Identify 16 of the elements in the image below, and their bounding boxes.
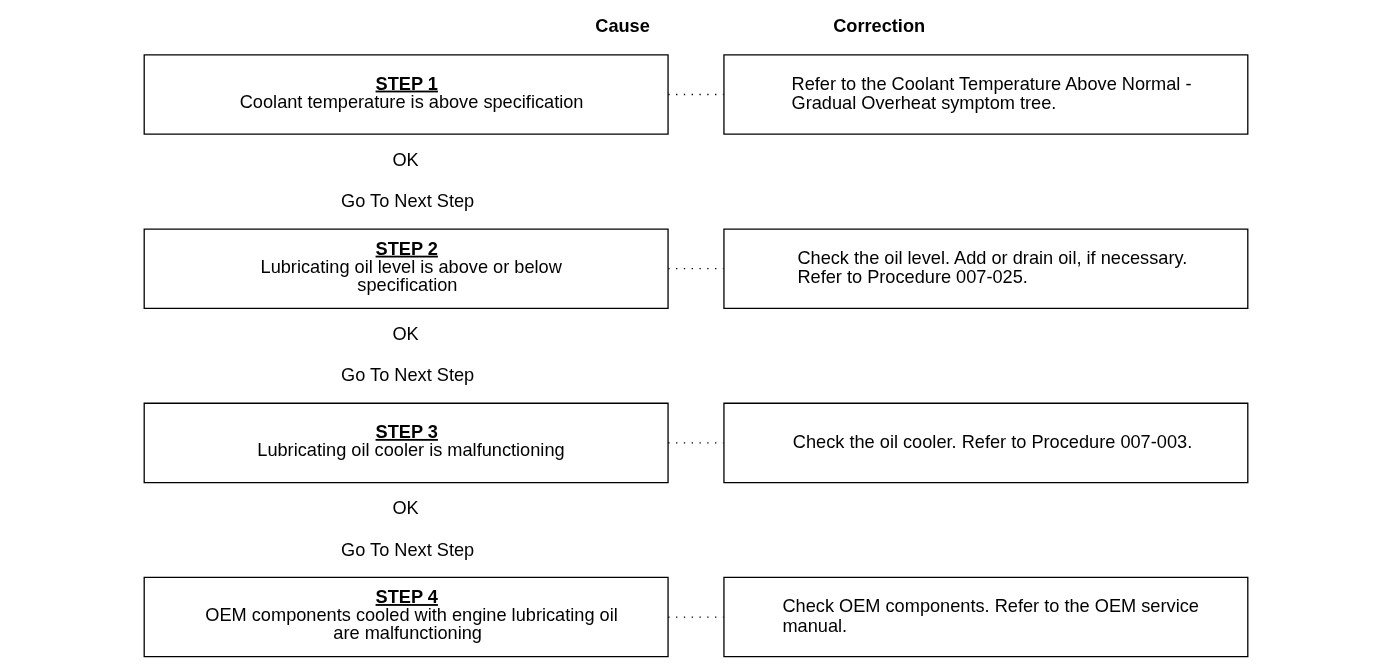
node-box: Check OEM components. Refer to the OEM service manual. [723, 576, 1249, 658]
node-box: Check the oil level. Add or drain oil, if necessary. Refer to Procedure 007-025. [723, 228, 1249, 309]
label: Correction [833, 15, 926, 36]
node-box: Check the oil cooler. Refer to Procedure 007-003. [723, 402, 1249, 484]
label: Cause [595, 15, 650, 36]
label: Go To Next Step [341, 365, 475, 386]
node-box: STEP 4 OEM components cooled with engine lubricating oil are malfunctioning [143, 576, 669, 658]
label: OK [392, 323, 419, 344]
node-box: STEP 3 Lubricating oil cooler is malfunctioning [143, 402, 669, 484]
node-box: STEP 2 Lubricating oil level is above or below specification [143, 228, 669, 309]
node-box: STEP 1 Coolant temperature is above specification [143, 54, 669, 135]
label: Go To Next Step [341, 191, 475, 212]
label: OK [392, 149, 419, 170]
node-box: Refer to the Coolant Temperature Above Normal - Gradual Overheat symptom tree. [723, 54, 1249, 135]
label: OK [392, 497, 419, 518]
label: Go To Next Step [341, 539, 475, 560]
